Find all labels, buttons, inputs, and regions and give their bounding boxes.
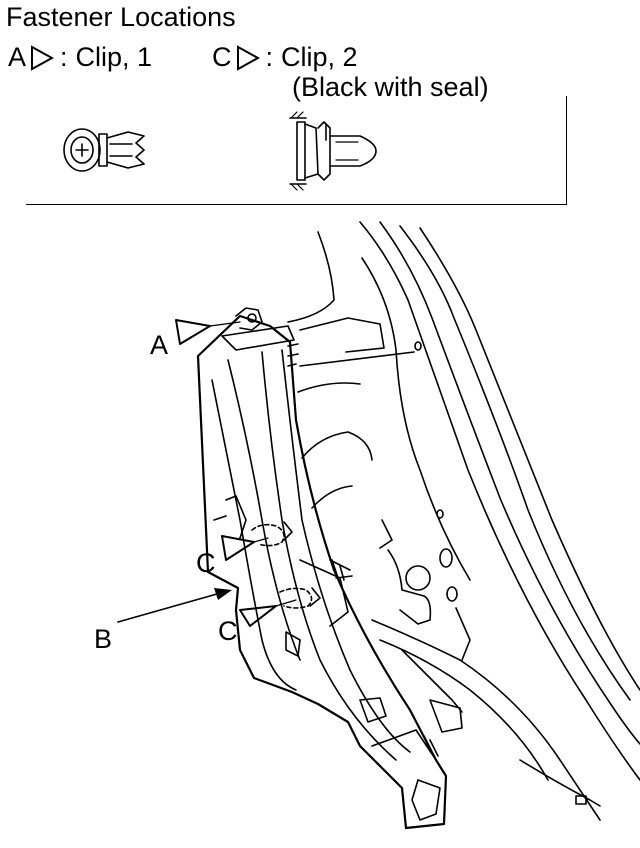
legend-separator: : — [265, 42, 274, 72]
page-title: Fastener Locations — [6, 2, 236, 32]
pointer-triangle-icon — [239, 605, 277, 627]
push-clip-icon — [63, 128, 145, 172]
legend-letter: A — [8, 42, 27, 72]
callout-c-label: C — [196, 548, 216, 578]
seal-clip-icon — [289, 111, 377, 191]
body-pillar-outline — [287, 221, 640, 821]
leader-line-a — [209, 321, 241, 327]
legend-note: (Black with seal) — [292, 72, 489, 102]
leader-line-c2 — [275, 599, 297, 607]
legend-item-a: A : Clip, 1 — [8, 42, 152, 73]
legend-separator: : — [60, 42, 68, 72]
pointer-triangle-icon — [236, 44, 260, 71]
legend-item-c: C : Clip, 2 — [212, 42, 358, 73]
leader-line-c1 — [253, 537, 269, 543]
arrowhead-icon — [214, 588, 232, 600]
clip-c-locations — [251, 523, 313, 609]
legend-description: Clip, 2 — [281, 42, 358, 72]
callout-a-label: A — [150, 330, 169, 360]
callout-c-label: C — [218, 616, 238, 646]
leader-line-b — [117, 591, 225, 623]
pointer-triangle-icon — [221, 535, 255, 561]
pointer-triangle-icon — [175, 319, 211, 345]
trim-panel-b — [196, 307, 448, 830]
pointer-triangle-icon — [31, 44, 55, 71]
legend-letter: C — [212, 42, 232, 72]
clip-c-tips — [283, 521, 321, 607]
legend-description: Clip, 1 — [75, 42, 153, 72]
fastener-inset-frame — [26, 96, 567, 205]
callout-b-label: B — [94, 624, 113, 654]
